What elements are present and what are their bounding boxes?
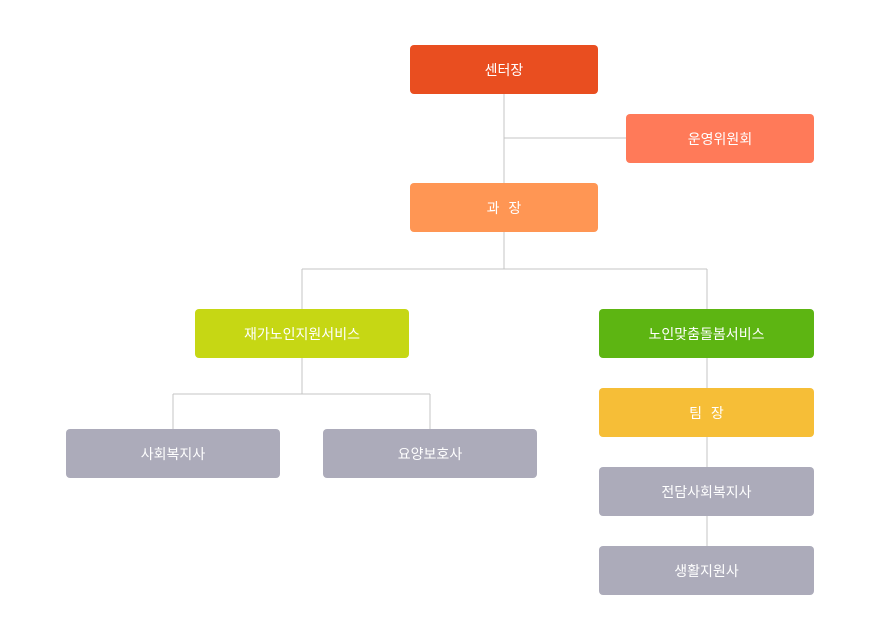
node-director: 센터장 <box>410 45 598 94</box>
node-section-chief: 과 장 <box>410 183 598 232</box>
node-committee: 운영위원회 <box>626 114 814 163</box>
node-senior-care-service: 노인맞춤돌봄서비스 <box>599 309 814 358</box>
node-homecare-service: 재가노인지원서비스 <box>195 309 409 358</box>
node-team-lead: 팀 장 <box>599 388 814 437</box>
node-life-support-worker: 생활지원사 <box>599 546 814 595</box>
node-social-worker: 사회복지사 <box>66 429 280 478</box>
node-caregiver: 요양보호사 <box>323 429 537 478</box>
node-dedicated-social-worker: 전담사회복지사 <box>599 467 814 516</box>
